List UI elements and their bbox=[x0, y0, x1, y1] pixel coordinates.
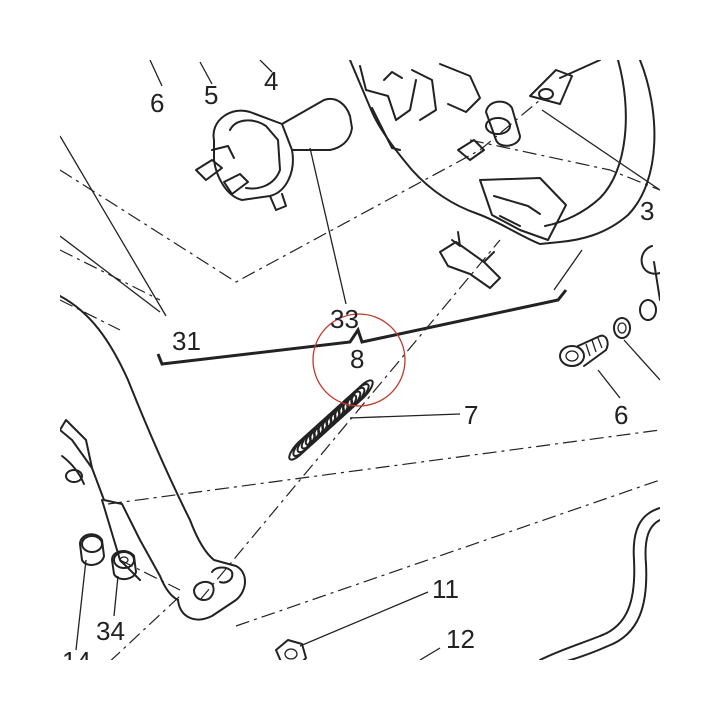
group-brace bbox=[156, 289, 568, 366]
label-11: 11 bbox=[432, 574, 459, 604]
mount-bracket bbox=[60, 295, 246, 621]
spring-coil bbox=[350, 379, 374, 405]
headlight-bulb bbox=[195, 98, 353, 211]
label-12: 12 bbox=[446, 624, 475, 654]
label-34: 34 bbox=[96, 616, 125, 646]
nut bbox=[275, 639, 307, 660]
assembly-axis-lines bbox=[60, 99, 660, 660]
spring bbox=[288, 379, 374, 461]
label-14: 14 bbox=[62, 646, 91, 676]
label-5: 5 bbox=[204, 80, 218, 110]
spring-coil bbox=[337, 390, 362, 416]
spring-coil bbox=[341, 386, 366, 413]
label-7: 7 bbox=[464, 400, 478, 430]
highlight-circle bbox=[312, 313, 406, 407]
label-6-right: 6 bbox=[614, 400, 628, 430]
cable bbox=[539, 507, 660, 660]
label-3: 3 bbox=[640, 196, 654, 226]
leader-lines bbox=[60, 60, 660, 660]
label-31: 31 bbox=[172, 326, 201, 356]
label-6-top: 6 bbox=[150, 88, 164, 118]
retaining-clip bbox=[439, 231, 501, 289]
label-8: 8 bbox=[350, 344, 364, 374]
label-33: 33 bbox=[330, 304, 359, 334]
label-4: 4 bbox=[264, 66, 278, 96]
rubber-bushings bbox=[79, 533, 137, 580]
headlight-housing bbox=[349, 60, 656, 245]
spring-coil bbox=[333, 394, 358, 420]
screw bbox=[559, 245, 660, 367]
